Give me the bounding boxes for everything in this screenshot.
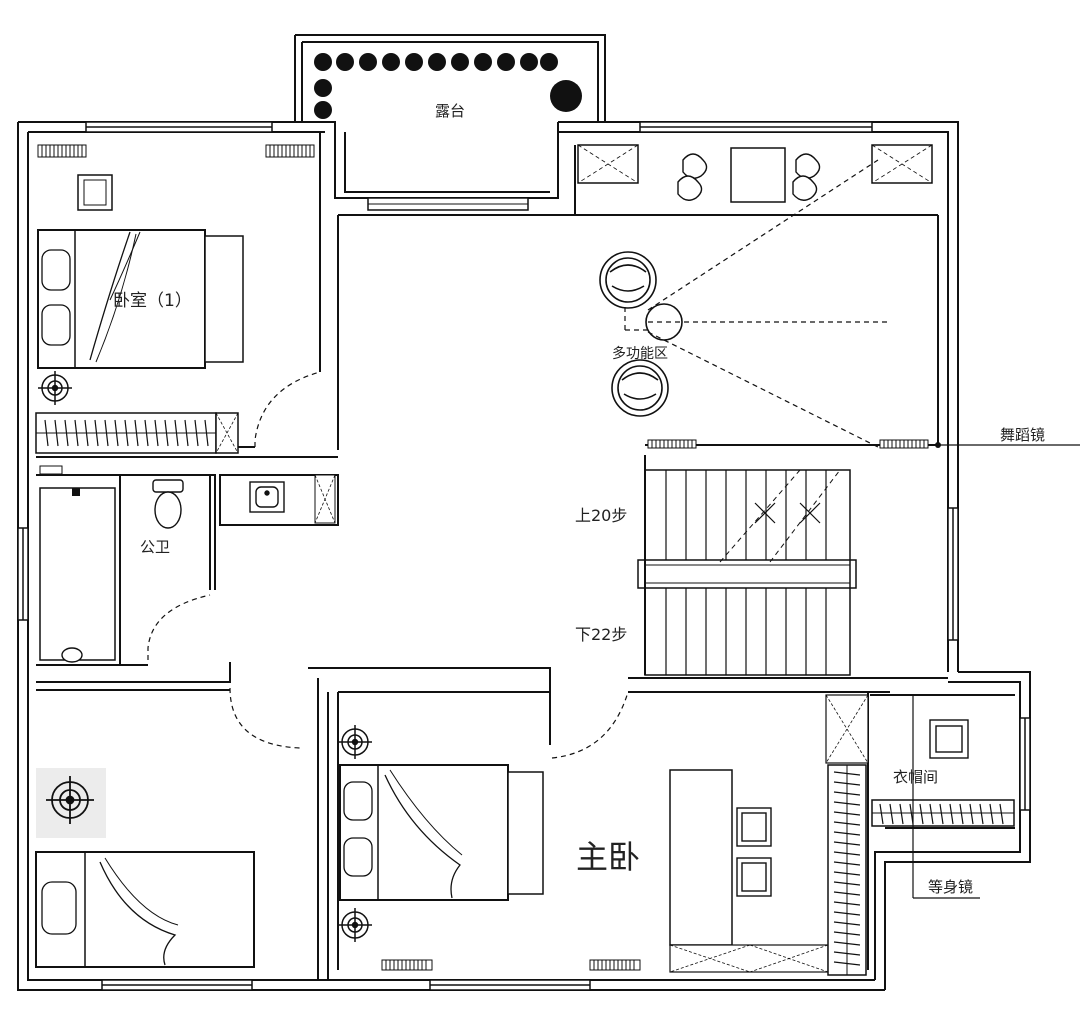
bedroom1-label: 卧室（1）	[113, 291, 192, 311]
bedroom-1: 卧室（1）	[35, 144, 321, 454]
toilet-icon	[152, 479, 184, 529]
bathroom: 公卫	[39, 465, 336, 663]
wardrobe	[35, 412, 239, 454]
chair-icon	[736, 807, 772, 897]
terrace-label: 露台	[435, 102, 465, 120]
side-table	[730, 147, 786, 203]
chair-icon	[929, 719, 969, 759]
cloakroom-label: 衣帽间	[893, 768, 938, 786]
ceiling-light-icon	[46, 776, 94, 824]
stairs-up-label: 上20步	[575, 506, 627, 525]
master-bedroom: 主卧	[338, 691, 829, 973]
sink-icon	[61, 481, 285, 663]
radiator	[37, 144, 315, 158]
master-bedroom-label: 主卧	[576, 838, 640, 876]
radiator	[647, 439, 929, 449]
single-bed	[35, 851, 255, 968]
double-bed	[37, 229, 244, 369]
dance-mirror-label: 舞蹈镜	[1000, 426, 1045, 444]
full-mirror-label: 等身镜	[928, 878, 973, 896]
staircase: 上20步 下22步	[575, 469, 857, 676]
multi-function-area: 多功能区 舞蹈镜	[577, 144, 1080, 449]
double-bed	[339, 764, 544, 901]
stairs-down-label: 下22步	[575, 625, 627, 644]
bathroom-label: 公卫	[140, 538, 170, 556]
bedroom-2	[35, 687, 301, 968]
ceiling-light-icon	[38, 371, 72, 405]
egg-chair	[599, 251, 683, 417]
multi-area-label: 多功能区	[612, 345, 668, 362]
cloakroom: 衣帽间 等身镜	[825, 694, 1015, 976]
radiator	[381, 959, 641, 971]
terrace: 露台	[294, 34, 606, 211]
plant-icon	[677, 153, 821, 201]
planter-shrubs	[314, 53, 582, 119]
windows	[17, 121, 1031, 991]
ceiling-light-icon	[338, 725, 372, 942]
desk	[669, 769, 733, 946]
